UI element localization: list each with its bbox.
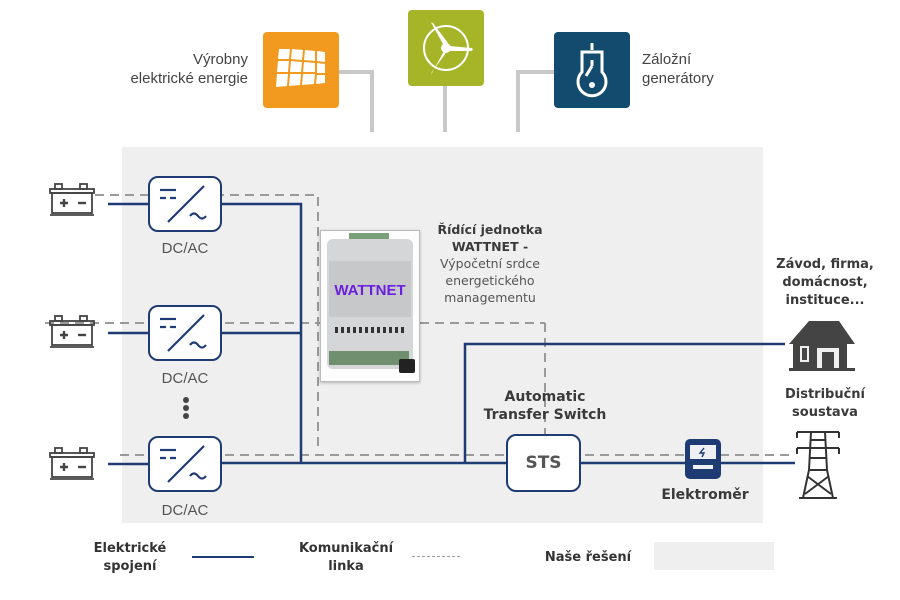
generator-icon [576, 43, 608, 98]
battery-1[interactable] [48, 182, 96, 223]
controller-title-line1: Řídící jednotka [437, 222, 543, 237]
grid-label-line2: soustava [792, 405, 858, 420]
solar-label: Výrobny elektrické energie [100, 50, 248, 88]
power-pylon-icon [796, 431, 840, 499]
inverter-1-label: DC/AC [161, 240, 209, 257]
legend-electric-label: Elektrické spojení [80, 540, 180, 576]
battery-icon [49, 315, 95, 348]
communication-lines [45, 194, 790, 456]
controller-bottom-terminals [329, 351, 409, 365]
controller-desc-line1: Výpočetní srdce [440, 256, 540, 271]
battery-2[interactable] [48, 314, 96, 355]
consumer-label-line2: domácnost, [782, 275, 868, 290]
legend-solution-swatch [654, 542, 774, 570]
legend: Elektrické spojení Komunikační linka Naš… [0, 538, 900, 583]
legend-comm-line2: linka [328, 559, 364, 574]
controller-title-line2: WATTNET - [451, 239, 529, 254]
inverter-2[interactable] [148, 305, 222, 361]
legend-comm-swatch [412, 556, 460, 557]
solar-panel-icon [276, 49, 325, 87]
controller-top-terminals [349, 233, 389, 241]
controller-vents [335, 327, 405, 333]
legend-electric-swatch [192, 556, 254, 558]
solar-feed-line [338, 70, 374, 132]
generator-label: Záložní generátory [642, 50, 762, 88]
elec-inv1-bus [221, 202, 303, 463]
consumer-label-line3: instituce... [785, 293, 865, 308]
electricity-meter-icon [685, 439, 721, 479]
sts-label: STS [525, 453, 562, 473]
consumer-building[interactable] [787, 318, 857, 377]
ats-label: Automatic Transfer Switch [470, 388, 620, 424]
solar-label-line2: elektrické energie [130, 70, 248, 87]
electrical-lines [108, 202, 795, 466]
generator-source-tile[interactable] [554, 32, 630, 108]
electricity-meter[interactable] [684, 438, 722, 485]
legend-electric-line2: spojení [103, 559, 157, 574]
inverter-icon [160, 445, 207, 483]
ats-label-line2: Transfer Switch [483, 407, 607, 423]
ellipsis-more-inverters [182, 396, 190, 425]
source-feed-lines [338, 70, 555, 132]
grid-label-line1: Distribuční [784, 387, 866, 402]
generator-feed-line [516, 70, 555, 132]
legend-comm-label: Komunikační linka [290, 540, 402, 576]
generator-label-line1: Záložní [642, 51, 692, 68]
meter-label: Elektroměr [661, 487, 749, 503]
inverter-3-label: DC/AC [161, 502, 209, 519]
controller-antenna [399, 359, 415, 373]
wattnet-controller[interactable]: WATTNET [320, 230, 420, 382]
controller-device-label: WATTNET [334, 282, 406, 299]
wind-turbine-icon [423, 22, 473, 75]
grid-label: Distribuční soustava [772, 386, 878, 422]
solar-source-tile[interactable] [263, 32, 339, 108]
solar-label-line1: Výrobny [192, 51, 248, 68]
controller-front-panel [329, 261, 411, 317]
solution-area [122, 147, 763, 523]
ats-label-line1: Automatic [504, 389, 586, 405]
inverter-1[interactable] [148, 176, 222, 232]
comm-line-1 [95, 194, 319, 448]
legend-comm-line1: Komunikační [298, 541, 394, 556]
inverter-icon [160, 185, 207, 223]
inverter-2-label: DC/AC [161, 370, 209, 387]
inverter-icon [160, 314, 207, 352]
generator-label-line2: generátory [642, 70, 714, 87]
consumer-label: Závod, firma, domácnost, instituce... [766, 256, 884, 310]
battery-icon [49, 183, 95, 216]
vertical-ellipsis-icon [183, 397, 189, 419]
legend-solution-label: Naše řešení [544, 550, 632, 565]
controller-desc-line3: managementu [444, 290, 536, 305]
battery-icon [49, 447, 95, 480]
wind-source-tile[interactable] [408, 10, 484, 86]
inverter-3[interactable] [148, 436, 222, 492]
sts-box[interactable]: STS [506, 434, 581, 492]
controller-desc-line2: energetického [445, 273, 535, 288]
house-icon [789, 321, 855, 371]
controller-description: Řídící jednotka WATTNET - Výpočetní srdc… [430, 221, 550, 306]
legend-electric-line1: Elektrické [93, 541, 167, 556]
elec-to-consumer [463, 342, 785, 463]
battery-3[interactable] [48, 446, 96, 487]
distribution-grid-pylon[interactable] [795, 428, 841, 505]
consumer-label-line1: Závod, firma, [776, 257, 874, 272]
